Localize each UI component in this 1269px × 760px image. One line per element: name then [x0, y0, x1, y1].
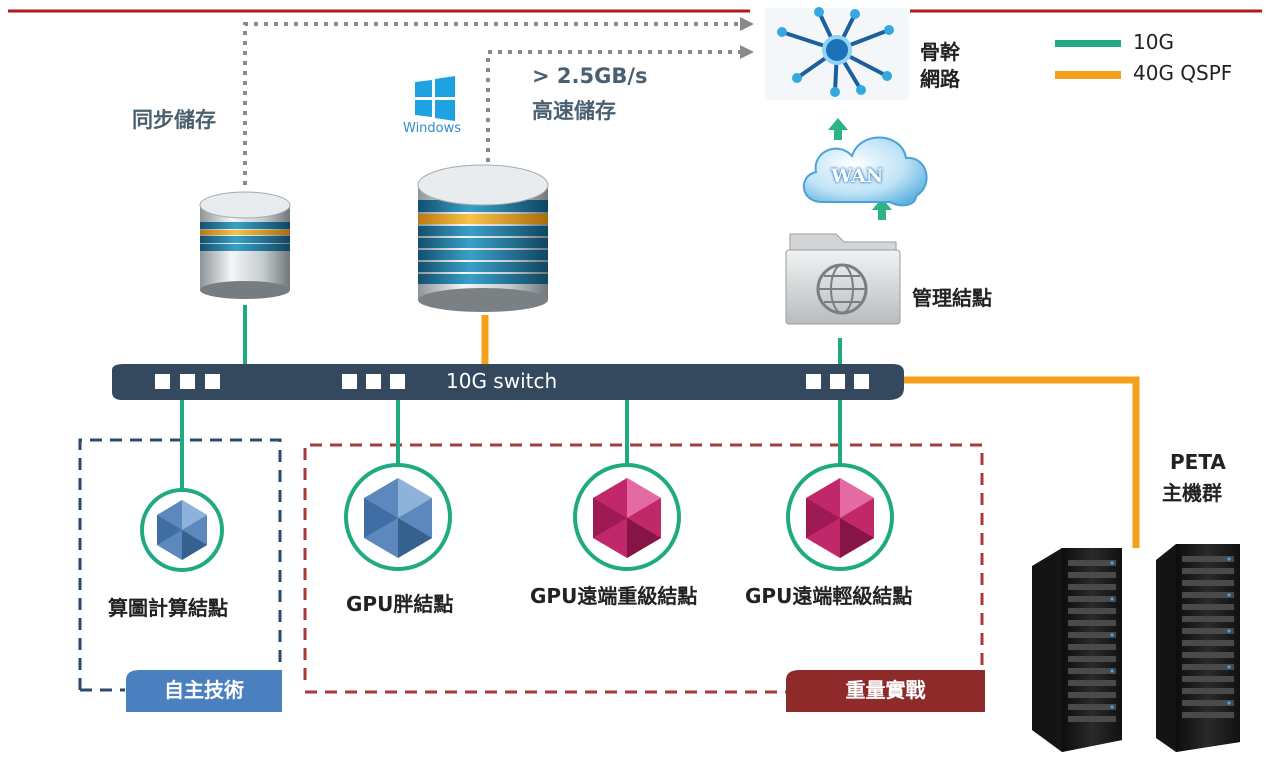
legend-label-10g: 10G	[1133, 30, 1174, 54]
network-hub-icon	[765, 7, 909, 100]
server-rack-icon	[1032, 548, 1122, 752]
arrow-head	[740, 45, 754, 59]
folder-globe-icon	[785, 233, 901, 325]
windows-logo-icon	[415, 76, 455, 121]
gem-icon	[344, 463, 452, 571]
wan-label: WAN	[831, 165, 884, 187]
link-40g-peta	[900, 376, 1140, 548]
speed-label: > 2.5GB/s	[532, 64, 648, 88]
group-heavy-border	[303, 443, 984, 680]
group-self-label: 自主技術	[164, 678, 244, 702]
server-rack-icon	[1156, 544, 1240, 752]
windows-label: Windows	[403, 121, 462, 136]
fast-storage-label: 高速儲存	[532, 99, 616, 123]
node-gpu-light-label: GPU遠端輕級結點	[745, 584, 913, 608]
legend-swatch-40g	[1055, 71, 1121, 79]
node-gpu-heavy-label: GPU遠端重級結點	[530, 584, 698, 608]
sync-storage-link	[243, 22, 740, 185]
cloud-icon	[802, 136, 928, 207]
fast-storage-link	[486, 50, 740, 162]
database-icon	[417, 164, 549, 312]
peta-label-1: PETA	[1170, 450, 1226, 474]
gem-icon	[140, 488, 224, 572]
gem-icon	[786, 463, 894, 571]
group-heavy-label: 重量實戰	[845, 678, 926, 702]
node-gpu-fat-label: GPU胖結點	[346, 592, 454, 616]
group-heavy-tab	[786, 670, 985, 712]
backbone-label-1: 骨幹	[920, 40, 960, 64]
legend-label-40g: 40G QSPF	[1133, 61, 1233, 85]
arrow-up-icon	[828, 118, 892, 220]
group-self-tab	[126, 670, 282, 712]
switch-body	[112, 364, 904, 400]
gem-icon	[573, 463, 681, 571]
database-icon	[199, 191, 291, 299]
backbone-label-2: 網路	[920, 67, 960, 91]
arrow-head	[740, 17, 754, 31]
sync-storage-label: 同步儲存	[132, 108, 216, 132]
switch-label: 10G switch	[446, 369, 558, 393]
peta-label-2: 主機群	[1162, 481, 1222, 505]
legend-swatch-10g	[1055, 40, 1121, 47]
mgmt-node-label: 管理結點	[912, 286, 992, 310]
node-compute-label: 算圖計算結點	[108, 596, 228, 620]
